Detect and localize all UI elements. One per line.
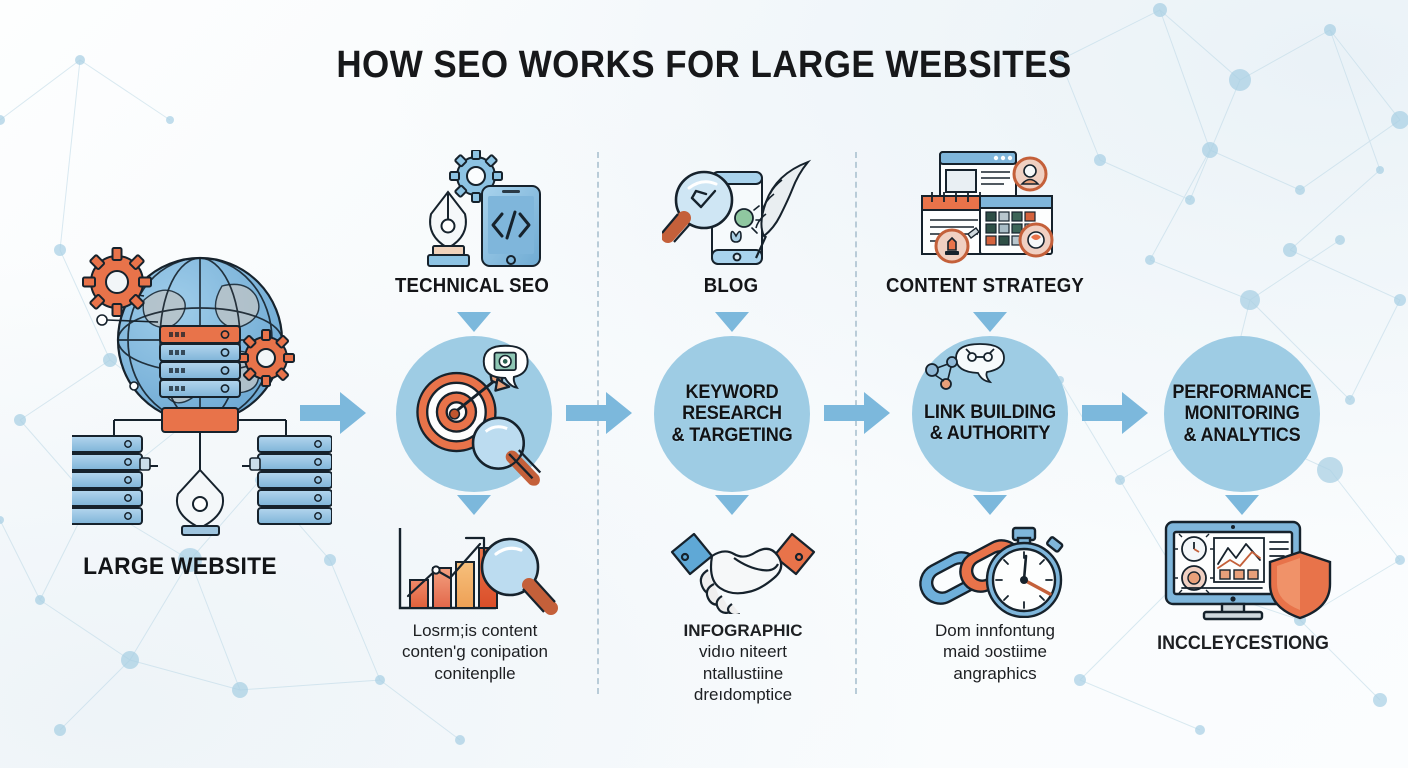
- step-2-circle-label: KEYWORD RESEARCH & TARGETING: [658, 382, 806, 446]
- handshake-icon: [668, 524, 818, 617]
- step-4-bottom-caption: INCCLEYCESTIONG: [1135, 632, 1351, 656]
- circle-label-line: & TARGETING: [671, 424, 793, 446]
- circle-label-line: & AUTHORITY: [929, 423, 1051, 444]
- step-2-bottom-connector-arrow: [715, 495, 749, 520]
- step-1-bottom-connector-arrow: [457, 495, 491, 520]
- step-1-top-connector-arrow: [457, 312, 491, 337]
- caption-line: ntallustiine: [702, 663, 784, 683]
- step-3-circle-label: LINK BUILDING & AUTHORITY: [916, 402, 1064, 445]
- caption-line: INCCLEYCESTIONG: [1157, 633, 1329, 654]
- caption-line: maid ɔostiime: [943, 642, 1047, 662]
- caption-line: dreıdomptice: [693, 684, 793, 704]
- magnifier-phone-quill-icon: [661, 158, 817, 270]
- bar-chart-growth-magnifier-icon: [388, 522, 563, 617]
- step-3-top-label: CONTENT STRATEGY: [886, 275, 1084, 297]
- caption-line: Losrm;is content: [412, 621, 538, 640]
- step-2-circle: KEYWORD RESEARCH & TARGETING: [654, 336, 810, 492]
- step-1-circle: [396, 336, 552, 492]
- circle-label-line: KEYWORD: [685, 382, 779, 404]
- caption-line: angraphics: [953, 663, 1037, 683]
- step-1-bottom-caption: Losrm;is content conten'g conipation con…: [360, 620, 590, 684]
- circle-label-line: RESEARCH: [682, 403, 782, 425]
- section-divider-1: [597, 152, 599, 694]
- step-4-bottom-connector-arrow: [1225, 495, 1259, 520]
- caption-line-bold: INFOGRAPHIC: [683, 621, 803, 640]
- caption-line: conten'g conipation: [402, 642, 548, 662]
- section-divider-2: [855, 152, 857, 694]
- step-2-bottom-caption: INFOGRAPHIC vidıo niteert ntallustiine d…: [628, 620, 858, 705]
- step-3-top-connector-arrow: [973, 312, 1007, 337]
- globe-servers-gears-icon: [67, 240, 333, 540]
- step-4-circle: PERFORMANCE MONITORING & ANALYTICS: [1164, 336, 1320, 492]
- circle-label-line: PERFORMANCE: [1172, 382, 1312, 404]
- arrow-source-to-step1: [300, 392, 366, 439]
- step-2-top-connector-arrow: [715, 312, 749, 337]
- arrow-step2-to-step3: [824, 392, 890, 439]
- pen-gear-mobile-code-icon: [410, 149, 560, 270]
- circle-label-line: LINK BUILDING: [924, 401, 1056, 423]
- network-speech-bubble-icon: [925, 343, 1005, 390]
- target-arrow-magnifier-icon: [416, 344, 542, 486]
- page-title: HOW SEO WORKS FOR LARGE WEBSITES: [336, 44, 1072, 86]
- arrow-step3-to-step4: [1082, 392, 1148, 439]
- step-3-bottom-connector-arrow: [973, 495, 1007, 520]
- chain-link-stopwatch-icon: [905, 522, 1075, 619]
- arrow-step1-to-step2: [566, 392, 632, 439]
- source-label: LARGE WEBSITE: [83, 553, 277, 580]
- step-3-circle: LINK BUILDING & AUTHORITY: [912, 336, 1068, 492]
- circle-label-line: & ANALYTICS: [1183, 424, 1301, 446]
- caption-line: Dom innfontung: [934, 621, 1056, 640]
- caption-line: conitenplle: [434, 663, 516, 683]
- step-4-circle-label: PERFORMANCE MONITORING & ANALYTICS: [1168, 382, 1316, 446]
- browser-calendar-planner-icon: [918, 148, 1060, 273]
- caption-line: vidıo niteert: [699, 642, 787, 662]
- circle-label-line: MONITORING: [1184, 403, 1300, 425]
- monitor-dashboard-shield-icon: [1152, 516, 1332, 621]
- step-3-bottom-caption: Dom innfontung maid ɔostiime angraphics: [880, 620, 1110, 684]
- step-1-top-label: TECHNICAL SEO: [394, 275, 550, 297]
- step-2-top-label: BLOG: [703, 275, 759, 297]
